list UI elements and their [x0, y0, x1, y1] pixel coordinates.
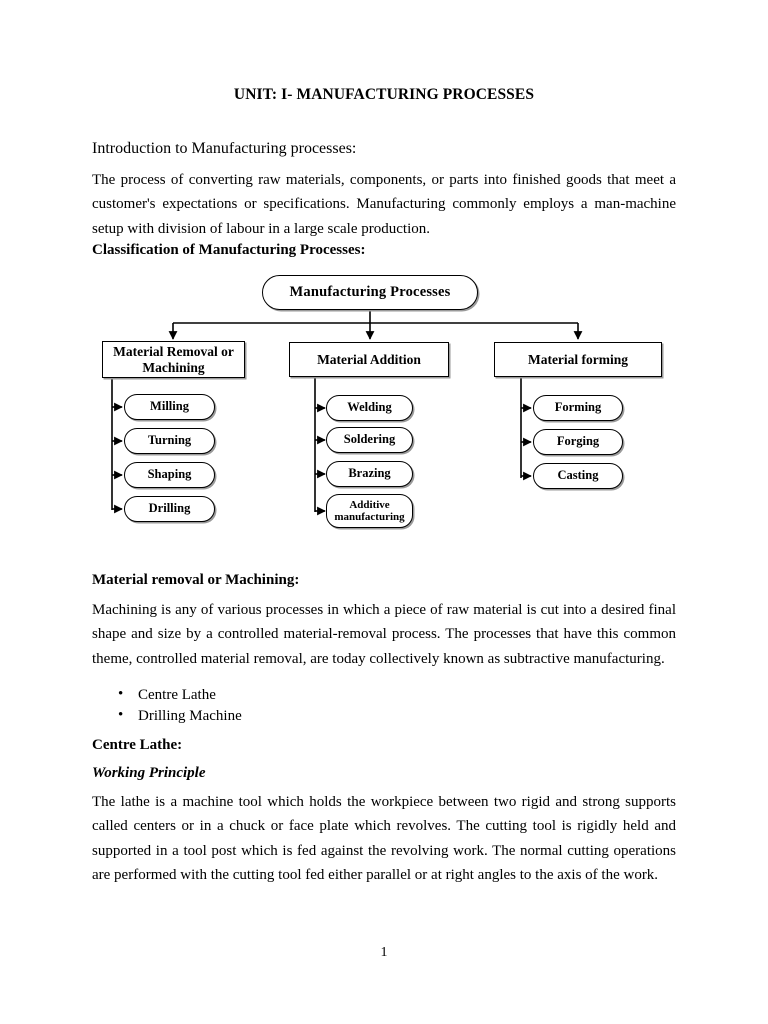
page-title: UNIT: I- MANUFACTURING PROCESSES: [233, 86, 535, 103]
working-principle-heading: Working Principle: [92, 765, 206, 781]
list-item: Drilling Machine: [92, 705, 676, 727]
flowchart-connectors: [111, 310, 583, 516]
list-item: Centre Lathe: [92, 684, 676, 706]
intro-heading: Introduction to Manufacturing processes:: [92, 140, 357, 157]
working-principle-paragraph: The lathe is a machine tool which holds …: [92, 794, 676, 883]
machining-list: Centre Lathe Drilling Machine: [92, 684, 676, 728]
flowchart-leaf-soldering: Soldering: [326, 427, 413, 453]
intro-paragraph: The process of converting raw materials,…: [92, 172, 676, 237]
classification-flowchart: Manufacturing Processes Material Removal…: [0, 265, 768, 545]
flowchart-leaf-welding: Welding: [326, 395, 413, 421]
flowchart-leaf-casting: Casting: [533, 463, 623, 489]
machining-heading: Material removal or Machining:: [92, 572, 300, 588]
flowchart-leaf-additive-manufacturing: Additive manufacturing: [326, 494, 413, 528]
centre-lathe-heading: Centre Lathe:: [92, 737, 183, 753]
page-number: 1: [380, 945, 388, 960]
flowchart-node-root: Manufacturing Processes: [262, 275, 478, 310]
machining-paragraph: Machining is any of various processes in…: [92, 602, 676, 667]
flowchart-node-material-forming: Material forming: [494, 342, 662, 377]
flowchart-node-material-addition: Material Addition: [289, 342, 449, 377]
flowchart-leaf-drilling: Drilling: [124, 496, 215, 522]
flowchart-leaf-turning: Turning: [124, 428, 215, 454]
flowchart-leaf-forming: Forming: [533, 395, 623, 421]
flowchart-leaf-forging: Forging: [533, 429, 623, 455]
classification-heading: Classification of Manufacturing Processe…: [92, 242, 366, 258]
flowchart-node-material-removal: Material Removal or Machining: [102, 341, 245, 378]
flowchart-leaf-shaping: Shaping: [124, 462, 215, 488]
flowchart-leaf-milling: Milling: [124, 394, 215, 420]
flowchart-leaf-brazing: Brazing: [326, 461, 413, 487]
